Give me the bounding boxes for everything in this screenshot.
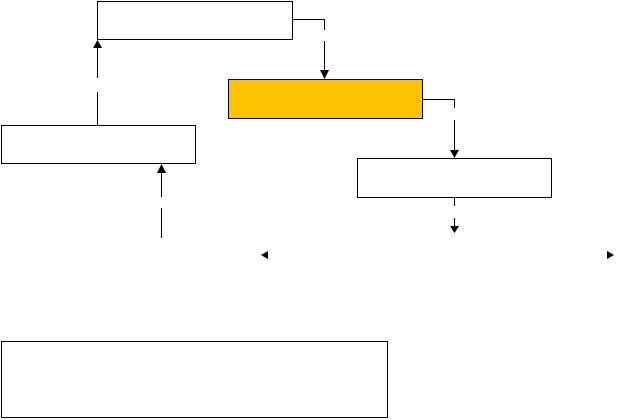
box-highlighted: [228, 79, 423, 119]
arrowhead-left-icon: [261, 251, 268, 259]
connector-highlighted-to-right: [422, 99, 455, 108]
arrowhead-up-icon: [157, 164, 166, 173]
box-bottom: [1, 341, 388, 418]
arrowhead-up-icon: [93, 40, 102, 48]
arrowhead-down-icon: [450, 150, 459, 158]
connector-top-to-highlighted: [292, 19, 325, 30]
box-right: [357, 158, 552, 198]
box-left: [1, 125, 196, 164]
box-top: [97, 1, 293, 40]
arrowhead-down-icon: [450, 226, 459, 233]
arrowhead-down-icon: [320, 70, 329, 79]
arrowhead-right-icon: [607, 251, 614, 259]
